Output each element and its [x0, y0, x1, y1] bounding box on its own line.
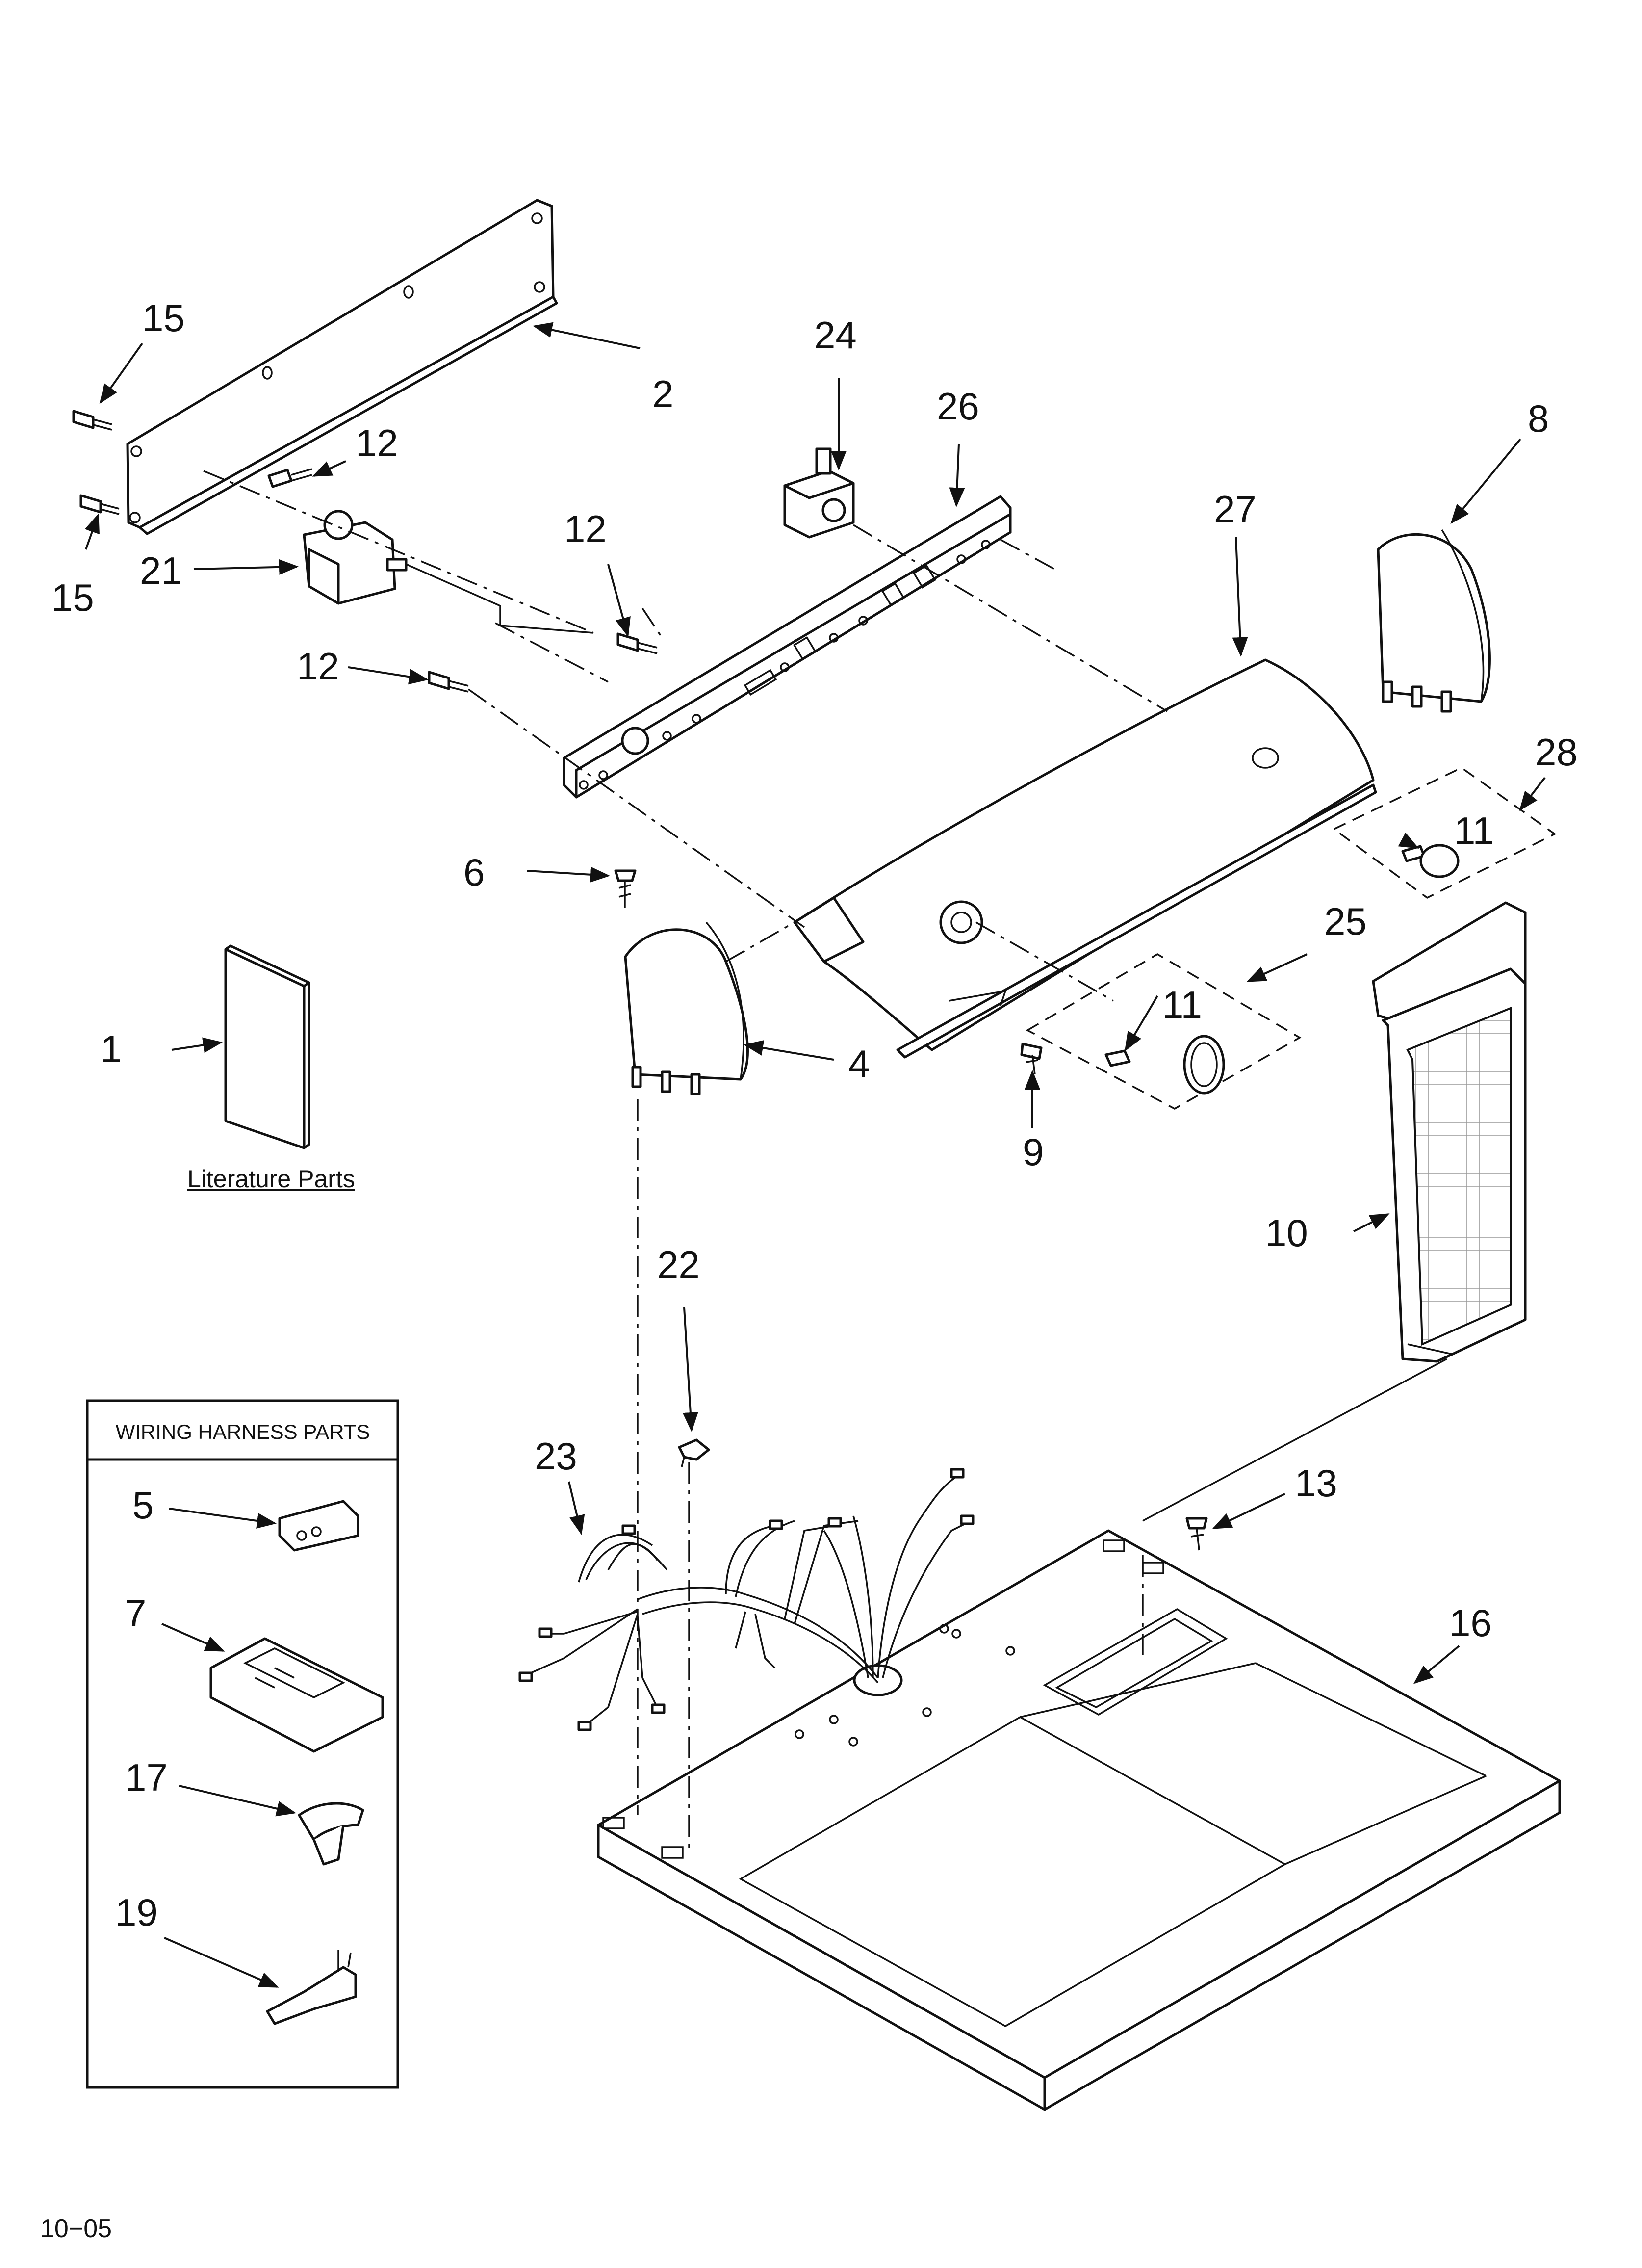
callout-8: 8: [1528, 397, 1549, 440]
callout-6: 6: [463, 851, 485, 894]
callout-10: 10: [1265, 1211, 1308, 1254]
connector-7-part: [209, 1637, 384, 1753]
callout-21: 21: [140, 549, 182, 592]
callout-1: 1: [101, 1027, 122, 1070]
screw-13: [1185, 1517, 1208, 1551]
switch-module-part: [783, 447, 855, 539]
callout-7: 7: [125, 1591, 146, 1635]
callout-23: 23: [535, 1434, 577, 1478]
callout-12-middle: 12: [564, 507, 607, 550]
connector-5-part: [278, 1500, 359, 1552]
screw-12-b: [616, 632, 658, 654]
screw-15-lower: [79, 494, 120, 515]
callout-11-right: 11: [1454, 809, 1494, 852]
lint-screen-part: [1372, 901, 1527, 1363]
page-code: 10−05: [40, 2215, 112, 2243]
literature-part: [224, 944, 310, 1149]
terminal-19-part: [266, 1950, 357, 2025]
clip-22-part: [678, 1438, 710, 1467]
wiring-harness-box: [86, 1399, 399, 2089]
screw-15-upper: [72, 410, 112, 431]
callout-16: 16: [1449, 1601, 1492, 1644]
console-part: [793, 658, 1377, 1059]
leader-arrows: [84, 322, 1546, 1684]
callout-19: 19: [115, 1891, 158, 1934]
screw-12-a: [267, 468, 312, 488]
callout-24: 24: [814, 313, 857, 357]
callout-28: 28: [1535, 730, 1578, 774]
callout-4: 4: [848, 1042, 870, 1085]
callout-13: 13: [1295, 1461, 1337, 1505]
callout-12-upper: 12: [356, 421, 398, 465]
knob-kit-25-group: [1026, 953, 1302, 1110]
callout-17: 17: [125, 1756, 168, 1799]
callout-15-lower: 15: [51, 576, 94, 619]
timer-switch-part: [303, 510, 594, 634]
callout-25: 25: [1324, 900, 1367, 943]
screw-6: [614, 869, 637, 908]
knob-kit-28-group: [1332, 766, 1557, 899]
screw-12-c: [428, 671, 469, 693]
callout-22: 22: [657, 1243, 700, 1286]
console-bracket-part: [563, 495, 1012, 799]
callout-12-lower: 12: [297, 645, 339, 688]
callout-27: 27: [1214, 488, 1257, 531]
callout-26: 26: [937, 385, 979, 428]
callout-5: 5: [132, 1484, 154, 1527]
literature-parts-label: Literature Parts: [187, 1165, 355, 1193]
callout-11-center: 11: [1162, 983, 1202, 1026]
callout-labels: 15 2 12 15 21 12 12 24 26 27 8 28 11 25 …: [51, 296, 1578, 1934]
screw-9: [1020, 1043, 1043, 1075]
wiring-harness-part: [518, 1468, 975, 1731]
callout-9: 9: [1023, 1130, 1044, 1173]
clip-17-part: [298, 1802, 364, 1866]
right-endcap-part: [1377, 529, 1491, 713]
wiring-box-title: WIRING HARNESS PARTS: [116, 1420, 370, 1443]
top-cover-part: [597, 1529, 1561, 2111]
alignment-lines: [203, 470, 1447, 1854]
left-endcap-part: [624, 921, 749, 1095]
callout-2: 2: [652, 372, 673, 416]
callout-15-upper: 15: [142, 296, 185, 339]
rear-panel-part: [126, 199, 558, 535]
